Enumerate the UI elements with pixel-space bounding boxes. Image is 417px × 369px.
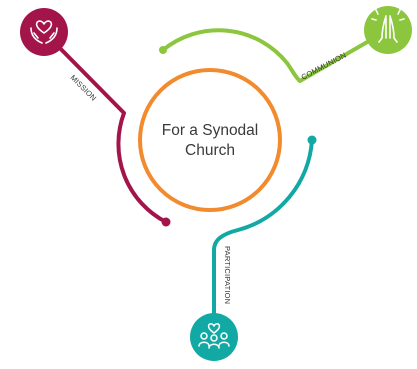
communion-arc: [161, 28, 390, 83]
mission-arc-end-dot: [161, 217, 171, 227]
center-title-line2: Church: [185, 142, 235, 159]
communion-badge: [364, 6, 412, 54]
people-heart-icon: [198, 323, 230, 349]
mission-badge: [20, 8, 68, 56]
participation-arc-end-dot: [307, 135, 317, 145]
participation-label: PARTICIPATION: [223, 246, 232, 304]
mission-label: MISSION: [69, 73, 99, 103]
center-title-line1: For a Synodal: [162, 122, 259, 139]
center-ring: [138, 68, 282, 212]
mission-branch: MISSION: [20, 8, 171, 227]
praying-hands-icon: [371, 9, 405, 43]
mission-arc: [42, 30, 168, 224]
center-hub: For a Synodal Church: [138, 68, 282, 212]
communion-arc-end-dot: [159, 46, 167, 54]
participation-badge: [190, 313, 238, 361]
participation-arc: [212, 138, 314, 336]
hands-heart-icon: [30, 20, 58, 44]
participation-branch: PARTICIPATION: [190, 135, 317, 361]
communion-label: COMMUNION: [300, 50, 348, 81]
